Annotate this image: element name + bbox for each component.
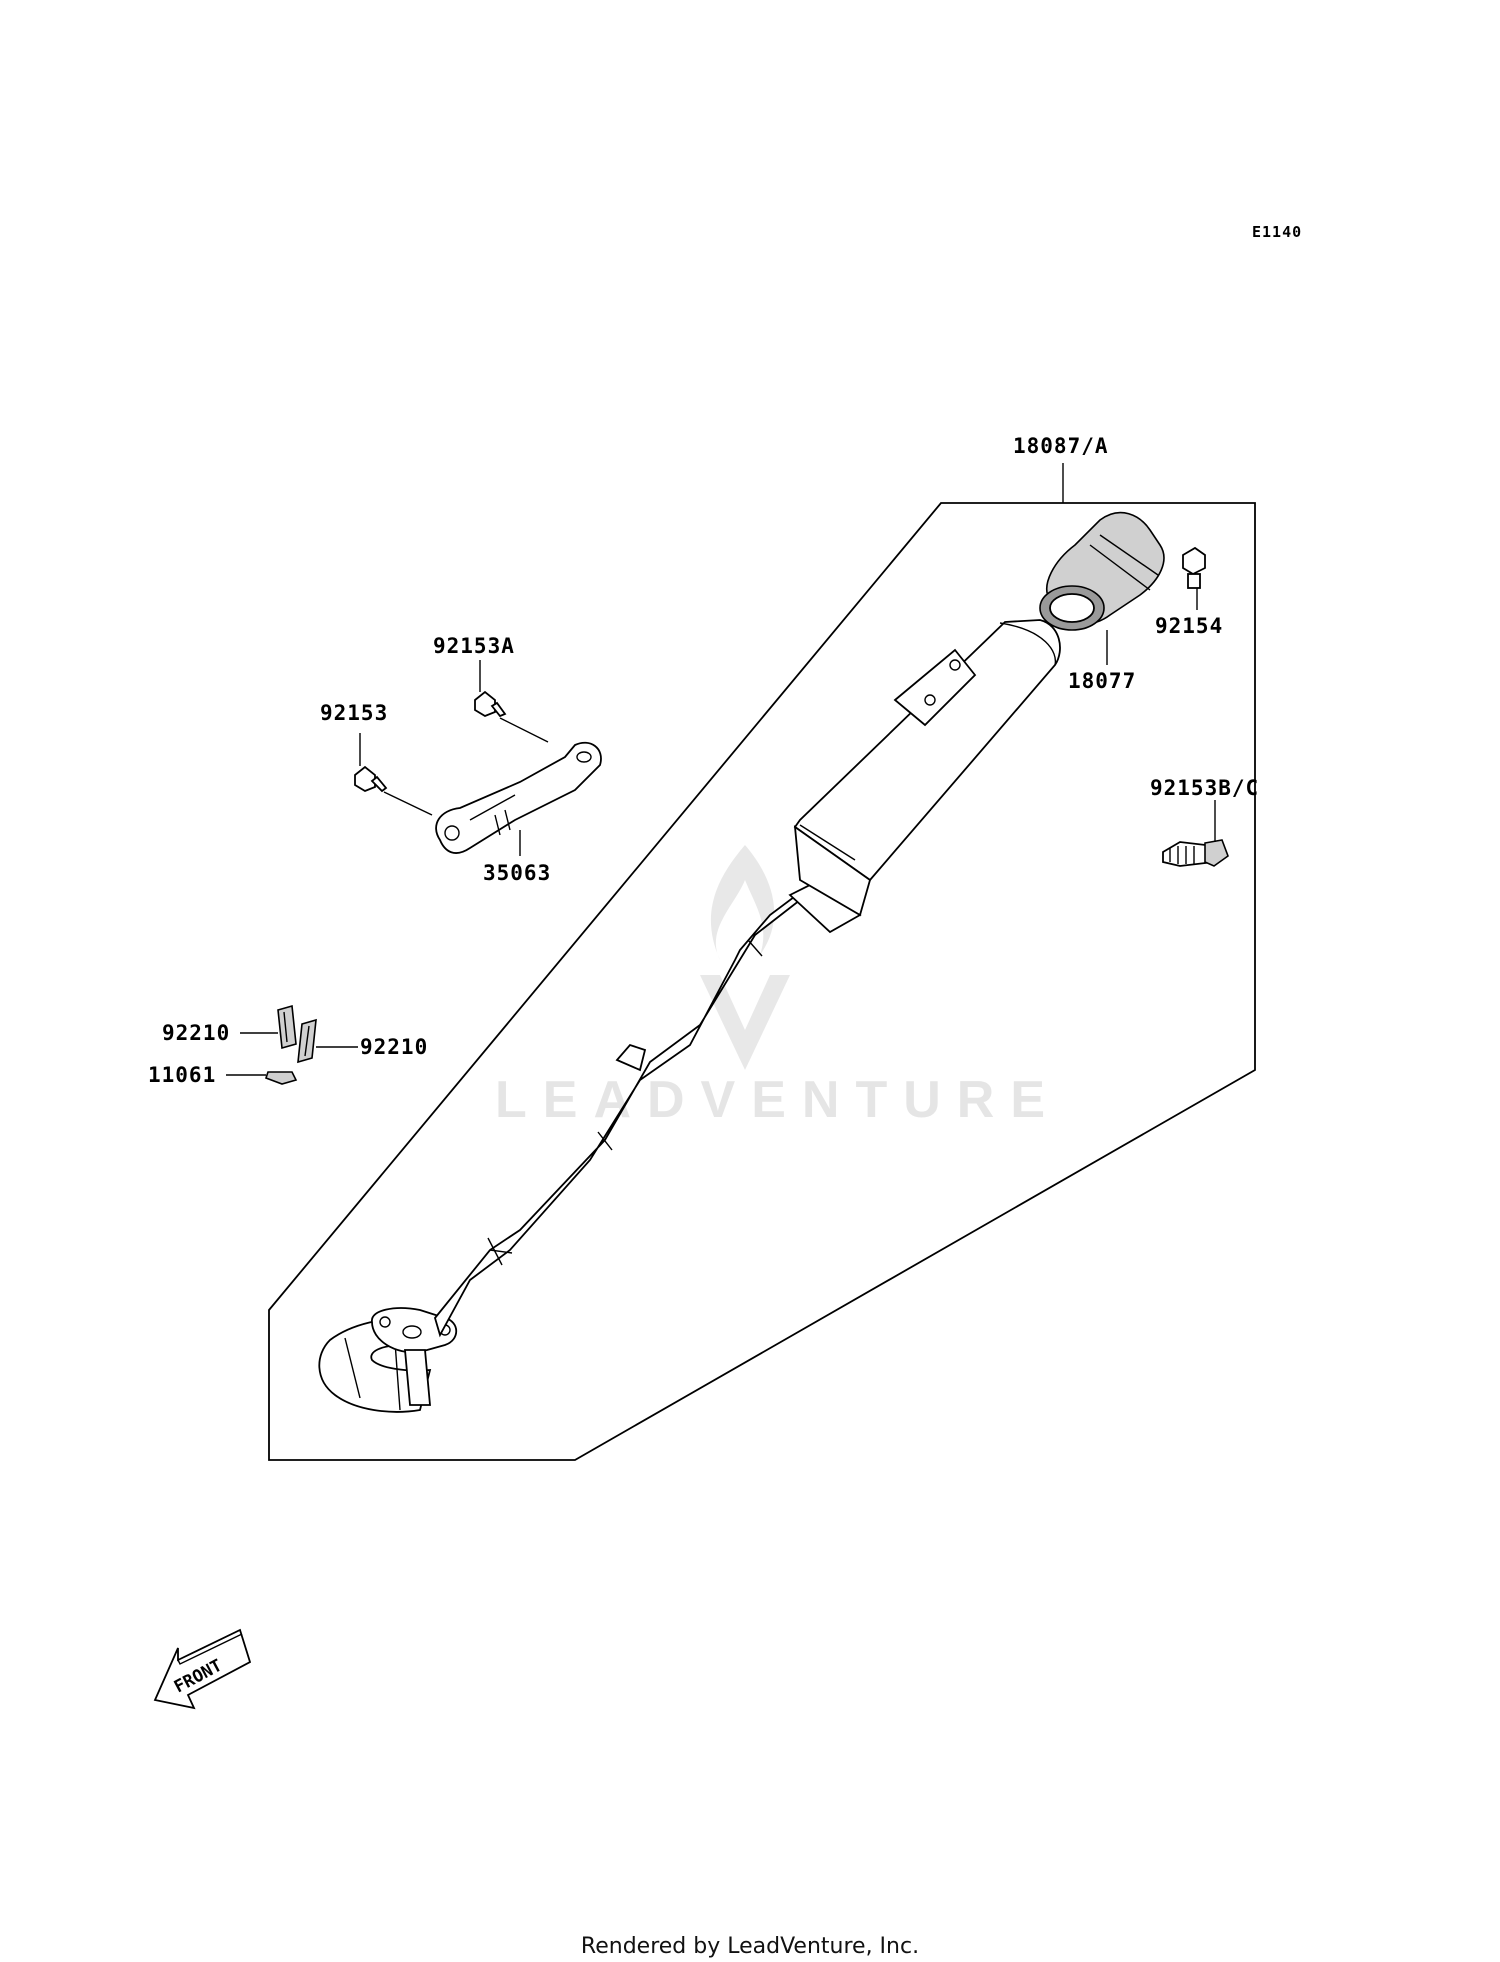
diagram-code: E1140 [1252, 223, 1302, 241]
gasket [264, 1071, 298, 1085]
callout-bolt-92153: 92153 [320, 701, 388, 725]
exhaust-pipe-muffler [318, 619, 1061, 1413]
clip-right [297, 1018, 317, 1064]
callout-gasket: 11061 [148, 1063, 216, 1087]
watermark-text: LEADVENTURE [495, 1071, 1061, 1129]
clip-left [277, 1004, 297, 1050]
bolt-92153 [354, 765, 433, 816]
front-arrow-icon: FRONT [153, 1628, 252, 1710]
callout-clip-left: 92210 [162, 1021, 230, 1045]
bolt-end-cap [1182, 546, 1206, 589]
callout-bolt-end-cap: 92154 [1155, 614, 1223, 638]
footer-credit: Rendered by LeadVenture, Inc. [580, 1934, 920, 1959]
callout-bolt-92153a: 92153A [433, 634, 515, 658]
watermark-flame-icon [700, 845, 790, 1070]
bolt-92153a [474, 690, 549, 743]
callout-bracket: 35063 [483, 861, 551, 885]
muffler-assembly-outline [268, 502, 1256, 1461]
callout-clip-right: 92210 [360, 1035, 428, 1059]
end-cap [1039, 511, 1165, 631]
callout-muffler-assy: 18087/A [1013, 434, 1109, 458]
leadventure-watermark: LEADVENTURE [495, 845, 1061, 1129]
callout-bolt-92153bc: 92153B/C [1150, 776, 1259, 800]
bracket [435, 741, 602, 854]
bolt-92153bc [1162, 839, 1229, 867]
callout-end-cap: 18077 [1068, 669, 1136, 693]
